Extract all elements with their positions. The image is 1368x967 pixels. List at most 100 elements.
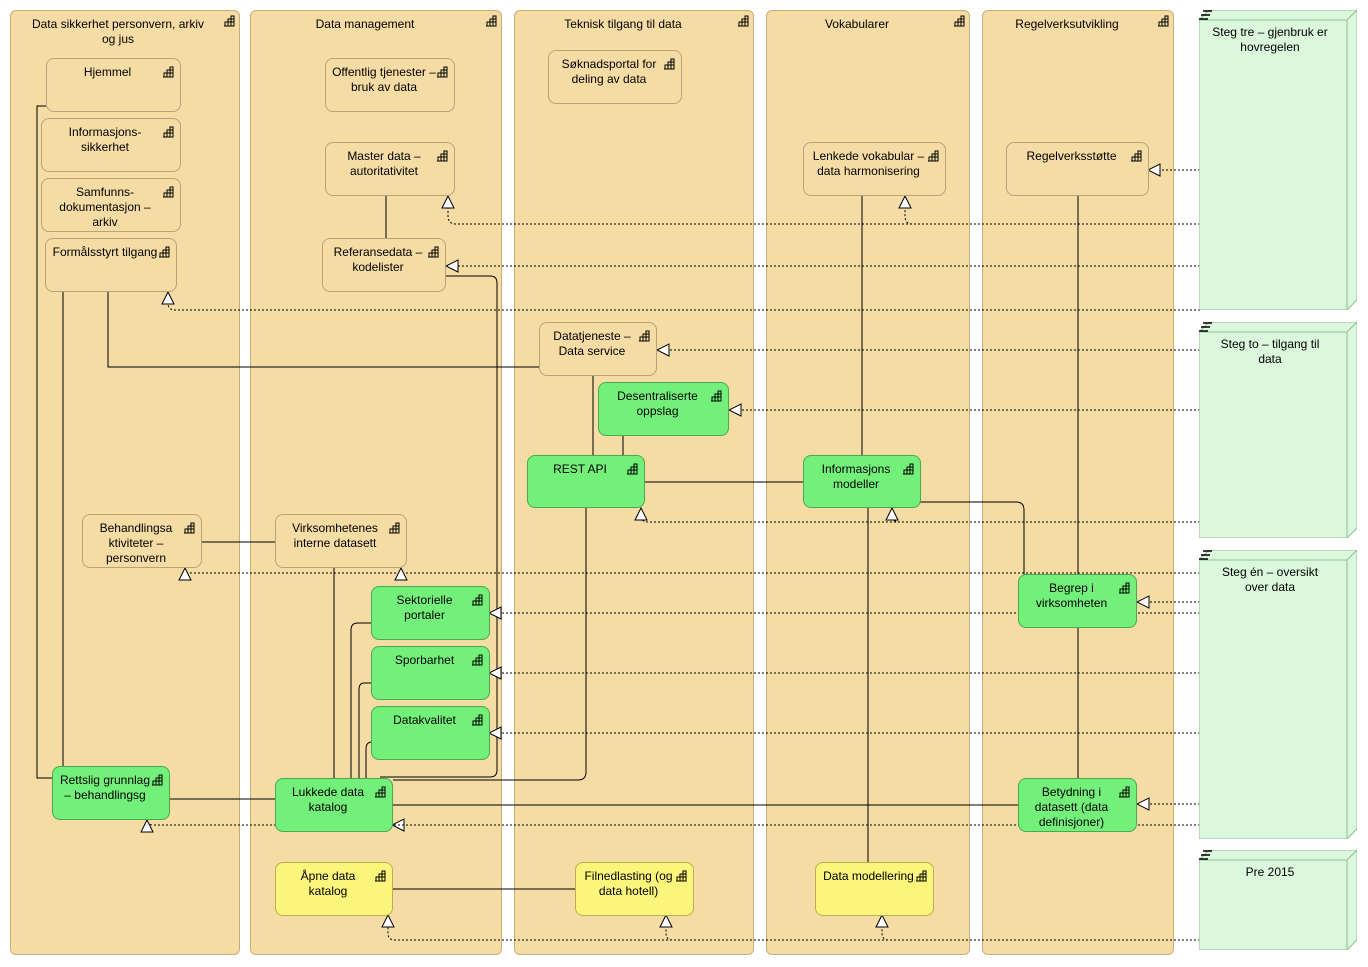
element-label: Sporbarhet	[394, 653, 455, 667]
element-label: Samfunns- dokumentasjon – arkiv	[59, 185, 151, 229]
element-desentraliserte-oppslag[interactable]: Desentraliserte oppslag	[598, 382, 729, 436]
element-label: Lukkede data katalog	[291, 785, 365, 814]
plateau-shape	[1199, 10, 1357, 310]
element-rest-api[interactable]: REST API	[527, 455, 645, 508]
plateau-shape	[1199, 550, 1357, 839]
plateau-icon	[1199, 322, 1212, 332]
function-icon	[916, 870, 927, 882]
element-label: Begrep i virksomheten	[1035, 581, 1108, 610]
function-icon	[152, 774, 163, 786]
element-formaalsstyrt-tilgang[interactable]: Formålsstyrt tilgang	[45, 238, 177, 292]
element-sektorielle-portaler[interactable]: Sektorielle portaler	[371, 586, 490, 640]
function-icon	[664, 58, 675, 70]
lane-title: Regelverksutvikling	[1015, 17, 1119, 31]
element-data-modellering[interactable]: Data modellering	[815, 862, 934, 916]
plateau-icon	[1199, 550, 1212, 560]
function-icon	[639, 330, 650, 342]
element-soknadsportal[interactable]: Søknadsportal for deling av data	[548, 50, 682, 104]
function-icon	[1119, 786, 1130, 798]
element-label: Betydning i datasett (data definisjoner)	[1034, 785, 1109, 829]
element-label: REST API	[553, 462, 607, 476]
plateau-pre-2015[interactable]: Pre 2015	[1199, 850, 1357, 950]
element-label: Lenkede vokabular – data harmonisering	[812, 149, 925, 178]
element-master-data[interactable]: Master data – autoritativitet	[325, 142, 455, 196]
lane-title: Data sikkerhet personvern, arkiv og jus	[31, 17, 205, 46]
element-label: Behandlingsa ktiviteter – personvern	[99, 521, 173, 565]
element-aapne-data-katalog[interactable]: Åpne data katalog	[275, 862, 393, 916]
plateau-icon	[1199, 850, 1212, 860]
element-referansedata[interactable]: Referansedata – kodelister	[322, 238, 446, 292]
element-label: Hjemmel	[83, 65, 132, 79]
function-icon	[375, 786, 386, 798]
element-label: Informasjons- sikkerhet	[68, 125, 142, 154]
plateau-steg-to[interactable]: Steg to – tilgang til data	[1199, 322, 1357, 538]
element-label: Sektorielle portaler	[396, 593, 453, 622]
grouping-icon	[224, 15, 235, 27]
function-icon	[472, 594, 483, 606]
plateau-steg-en[interactable]: Steg én – oversikt over data	[1199, 550, 1357, 839]
function-icon	[437, 150, 448, 162]
function-icon	[428, 246, 439, 258]
element-label: Data modellering	[823, 869, 914, 883]
plateau-label: Steg tre – gjenbruk er hovregelen	[1212, 25, 1328, 54]
element-offentlig-tjenester[interactable]: Offentlig tjenester – bruk av data	[325, 58, 455, 112]
function-icon	[1119, 582, 1130, 594]
element-datakvalitet[interactable]: Datakvalitet	[371, 706, 490, 760]
element-label: Informasjons modeller	[821, 462, 891, 491]
element-betydning-i-datasett[interactable]: Betydning i datasett (data definisjoner)	[1018, 778, 1137, 832]
plateau-shape	[1199, 322, 1357, 538]
element-label: Datatjeneste – Data service	[553, 329, 631, 358]
element-label: Formålsstyrt tilgang	[52, 245, 158, 259]
function-icon	[627, 463, 638, 475]
element-filnedlasting[interactable]: Filnedlasting (og data hotell)	[575, 862, 694, 916]
function-icon	[472, 714, 483, 726]
element-label: Virksomhetenes interne datasett	[292, 521, 378, 550]
lane-title: Vokabularer	[824, 17, 890, 31]
function-icon	[472, 654, 483, 666]
function-icon	[159, 246, 170, 258]
element-datatjeneste[interactable]: Datatjeneste – Data service	[539, 322, 657, 376]
function-icon	[711, 390, 722, 402]
element-behandlingsaktiviteter[interactable]: Behandlingsa ktiviteter – personvern	[82, 514, 202, 568]
element-hjemmel[interactable]: Hjemmel	[46, 58, 181, 112]
element-sporbarhet[interactable]: Sporbarhet	[371, 646, 490, 700]
function-icon	[676, 870, 687, 882]
function-icon	[1131, 150, 1142, 162]
function-icon	[184, 522, 195, 534]
element-label: Master data – autoritativitet	[347, 149, 421, 178]
plateau-steg-tre[interactable]: Steg tre – gjenbruk er hovregelen	[1199, 10, 1357, 310]
function-icon	[163, 126, 174, 138]
element-lukkede-data-katalog[interactable]: Lukkede data katalog	[275, 778, 393, 832]
element-rettslig-grunnlag[interactable]: Rettslig grunnlag – behandlingsg	[52, 766, 170, 820]
lane-title: Teknisk tilgang til data	[564, 17, 682, 31]
plateau-label: Steg én – oversikt over data	[1221, 565, 1319, 594]
function-icon	[437, 66, 448, 78]
element-informasjonssikkerhet[interactable]: Informasjons- sikkerhet	[41, 118, 181, 172]
plateau-label: Steg to – tilgang til data	[1220, 337, 1320, 366]
element-begrep-i-virksomheten[interactable]: Begrep i virksomheten	[1018, 574, 1137, 628]
element-label: Åpne data katalog	[300, 869, 356, 898]
grouping-icon	[738, 15, 749, 27]
element-virksomhetenes-datasett[interactable]: Virksomhetenes interne datasett	[275, 514, 407, 568]
element-label: Søknadsportal for deling av data	[561, 57, 657, 86]
element-label: Datakvalitet	[393, 713, 456, 727]
element-label: Referansedata – kodelister	[333, 245, 423, 274]
grouping-icon	[954, 15, 965, 27]
element-samfunnsdokumentasjon[interactable]: Samfunns- dokumentasjon – arkiv	[41, 178, 181, 232]
element-label: Regelverksstøtte	[1026, 149, 1117, 163]
function-icon	[163, 186, 174, 198]
grouping-icon	[486, 15, 497, 27]
element-regelverksstotte[interactable]: Regelverksstøtte	[1006, 142, 1149, 196]
element-lenkede-vokabular[interactable]: Lenkede vokabular – data harmonisering	[803, 142, 946, 196]
grouping-icon	[1158, 15, 1169, 27]
function-icon	[389, 522, 400, 534]
function-icon	[375, 870, 386, 882]
lane-title: Data management	[315, 17, 415, 31]
plateau-icon	[1199, 10, 1212, 20]
plateau-shape	[1199, 850, 1357, 950]
function-icon	[928, 150, 939, 162]
element-label: Desentraliserte oppslag	[617, 389, 698, 418]
element-label: Offentlig tjenester – bruk av data	[332, 65, 436, 94]
plateau-label: Pre 2015	[1245, 865, 1295, 879]
element-informasjonsmodeller[interactable]: Informasjons modeller	[803, 455, 921, 508]
